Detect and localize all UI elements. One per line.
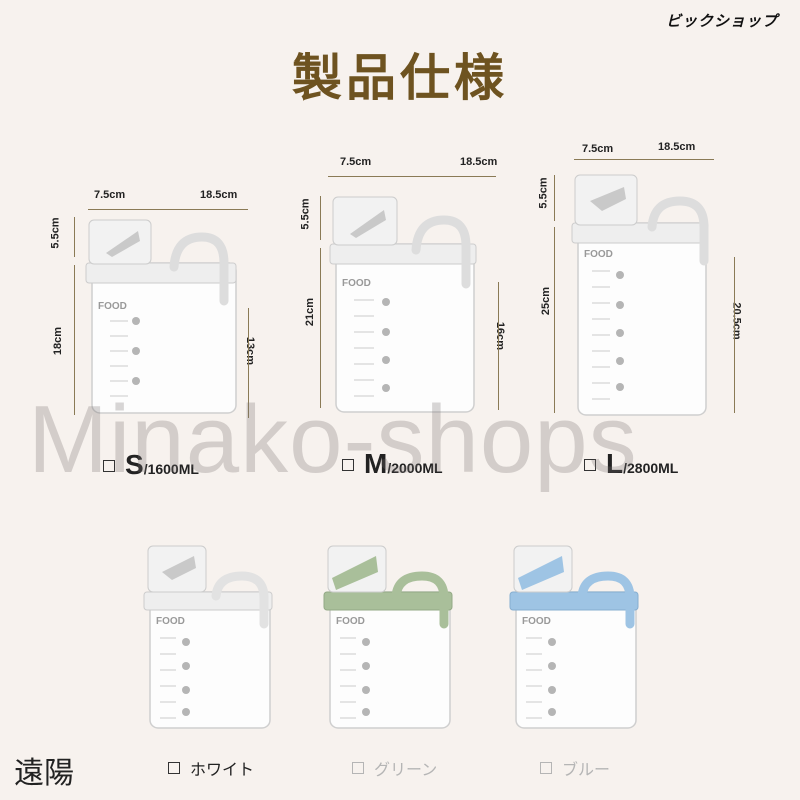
l-top-right-dim: 18.5cm — [658, 141, 696, 153]
size-m-checkbox — [342, 459, 354, 471]
watermark: Minako-shops — [28, 386, 638, 493]
l-lid-dim: 5.5cm — [537, 177, 550, 209]
s-lid-dim: 5.5cm — [49, 217, 62, 249]
l-top-left-dim: 7.5cm — [582, 143, 614, 155]
size-m-label: M /2000ML — [342, 448, 443, 480]
m-body-dim: 21cm — [304, 297, 317, 327]
m-container-image: FOOD — [329, 196, 477, 413]
s-top-left-dim: 7.5cm — [94, 189, 126, 201]
l-body-dim: 25cm — [540, 286, 553, 316]
m-lid-dim: 5.5cm — [299, 198, 312, 230]
white-food-label: FOOD — [156, 616, 185, 627]
color-green-checkbox — [352, 762, 364, 774]
size-s-checkbox — [103, 460, 115, 472]
green-food-label: FOOD — [336, 616, 365, 627]
size-l-label: L /2800ML — [584, 448, 678, 480]
blue-food-label: FOOD — [522, 616, 551, 627]
white-container-image: FOOD — [143, 545, 273, 729]
l-food-label: FOOD — [584, 249, 613, 260]
size-l-checkbox — [584, 459, 596, 471]
color-green-label: グリーン — [352, 756, 437, 780]
shop-name: ビックショップ — [665, 12, 778, 30]
s-food-label: FOOD — [98, 301, 127, 312]
blue-container-image: FOOD — [509, 545, 639, 729]
m-right-dim: 16cm — [494, 321, 507, 351]
m-top-right-dim: 18.5cm — [460, 156, 498, 168]
s-body-dim: 18cm — [52, 326, 65, 356]
m-food-label: FOOD — [342, 278, 371, 289]
green-container-image: FOOD — [323, 545, 453, 729]
size-m-group: 7.5cm 18.5cm 5.5cm 21cm 16cm FOOD M /200… — [290, 150, 530, 479]
color-white-label: ホワイト — [168, 756, 254, 780]
color-blue-label: ブルー — [540, 756, 610, 780]
color-white-checkbox — [168, 762, 180, 774]
l-right-dim: 20.5cm — [730, 302, 743, 340]
size-s-group: 7.5cm 18.5cm 5.5cm 18cm 13cm FOOD S /160… — [40, 185, 270, 480]
s-top-right-dim: 18.5cm — [200, 189, 238, 201]
bottom-left-text: 遠陽 — [14, 756, 74, 791]
m-top-left-dim: 7.5cm — [340, 156, 372, 168]
color-blue-checkbox — [540, 762, 552, 774]
size-l-group: 7.5cm 18.5cm 5.5cm 25cm 20.5cm FOOD L /2… — [537, 135, 795, 479]
size-s-label: S /1600ML — [103, 449, 199, 481]
l-container-image: FOOD — [571, 174, 709, 416]
page-title: 製品仕様 — [292, 48, 508, 107]
s-container-image: FOOD — [85, 219, 237, 414]
s-right-dim: 13cm — [244, 336, 257, 366]
